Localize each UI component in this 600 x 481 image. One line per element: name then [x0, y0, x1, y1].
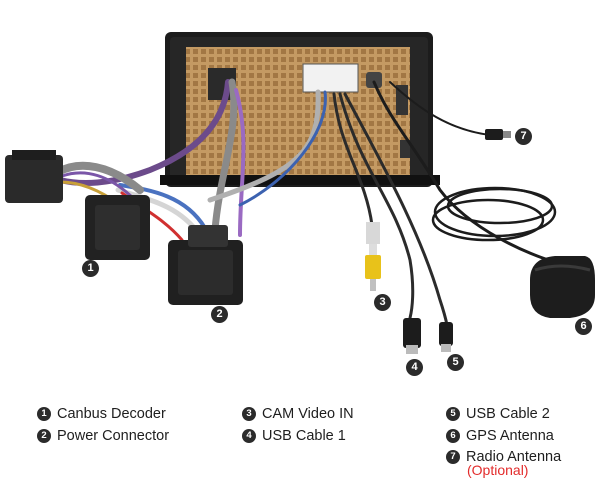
- legend-label: USB Cable 1: [262, 428, 346, 444]
- optional-note: (Optional): [467, 462, 529, 478]
- multi-pin-port: [302, 63, 359, 93]
- legend-item-usb-cable-2: 5 USB Cable 2: [446, 403, 550, 425]
- legend-item-usb-cable-1: 4 USB Cable 1: [242, 425, 346, 447]
- legend-label: CAM Video IN: [262, 406, 354, 422]
- legend-item-gps-antenna: 6 GPS Antenna: [446, 425, 554, 447]
- wiring-diagram: [5, 32, 595, 354]
- usb-plugs: [403, 318, 453, 354]
- head-unit: [160, 32, 440, 187]
- callout-4-badge: 4: [406, 359, 423, 376]
- callout-2-badge: 2: [211, 306, 228, 323]
- legend-label: Power Connector: [57, 428, 170, 444]
- callout-5-badge: 5: [447, 354, 464, 371]
- legend-label: GPS Antenna: [466, 428, 554, 444]
- legend-label: USB Cable 2: [466, 406, 550, 422]
- legend-item-power-connector: 2 Power Connector: [37, 425, 169, 447]
- power-connector: [168, 225, 243, 305]
- callout-6-badge: 6: [575, 318, 592, 335]
- legend-number-1: 1: [37, 407, 51, 421]
- callout-3-badge: 3: [374, 294, 391, 311]
- legend-number-4: 4: [242, 429, 256, 443]
- gps-cable-coil: [431, 186, 557, 242]
- canbus-decoder: [5, 150, 150, 260]
- legend-number-7: 7: [446, 450, 460, 464]
- radio-antenna-plug: [485, 129, 511, 140]
- rca-cam-plug: [365, 222, 381, 291]
- legend-item-canbus-decoder: 1 Canbus Decoder: [37, 403, 166, 425]
- legend-number-5: 5: [446, 407, 460, 421]
- legend-number-2: 2: [37, 429, 51, 443]
- callout-7-badge: 7: [515, 128, 532, 145]
- callout-1-badge: 1: [82, 260, 99, 277]
- legend-label: Canbus Decoder: [57, 406, 166, 422]
- legend-number-3: 3: [242, 407, 256, 421]
- legend-item-cam-video-in: 3 CAM Video IN: [242, 403, 354, 425]
- legend-item-radio-antenna: 7 Radio Antenna: [446, 446, 561, 468]
- legend-label: Radio Antenna: [466, 449, 562, 465]
- legend-number-6: 6: [446, 429, 460, 443]
- gps-antenna: [530, 256, 595, 318]
- wiring-harness: [54, 78, 557, 327]
